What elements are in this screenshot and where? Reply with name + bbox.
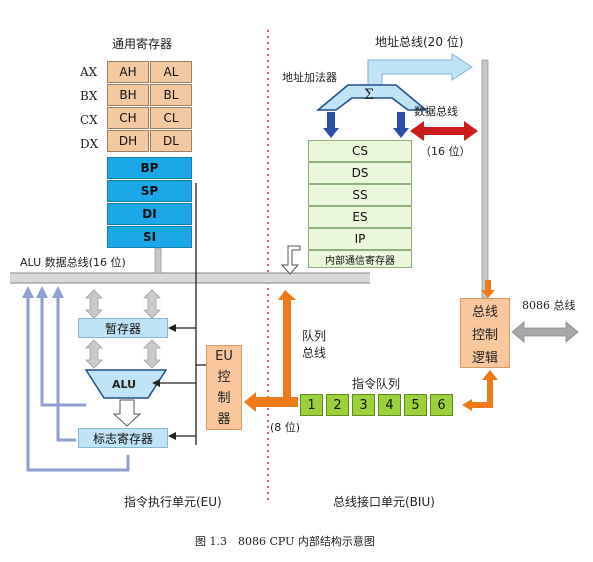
register-si: SI [107, 226, 192, 248]
register-ch: CH [107, 107, 149, 129]
alu-data-bus [10, 273, 370, 283]
general-registers-title: 通用寄存器 [112, 37, 173, 51]
queue-cell-3: 3 [352, 394, 375, 416]
adder-label: 地址加法器 [282, 71, 337, 84]
temp-register: 暂存器 [78, 318, 168, 338]
eu-controller-line-2: 控 [217, 369, 231, 385]
row-label-bx: BX [80, 89, 98, 103]
data-bus-width: （16 位） [420, 145, 471, 158]
queue-cell-2: 2 [326, 394, 349, 416]
alu-shape [84, 369, 168, 399]
register-cl: CL [150, 107, 192, 129]
data-bus-arrow [410, 121, 478, 141]
row-label-cx: CX [80, 113, 98, 127]
queue-width-label: (8 位) [270, 421, 301, 434]
address-bus-arrow [367, 53, 473, 93]
address-bus-label: 地址总线(20 位) [375, 35, 464, 49]
register-sp: SP [107, 180, 192, 202]
adder-input-arrows [323, 112, 409, 138]
queue-cell-5: 5 [404, 394, 427, 416]
register-bp: BP [107, 157, 192, 179]
register-bl: BL [150, 84, 192, 106]
bus-8086-arrow [511, 321, 579, 343]
register-cs: CS [308, 140, 412, 162]
bus-control-logic: 总线 控制 逻辑 [460, 298, 510, 368]
control-lines [160, 183, 206, 445]
bus-control-line-3: 逻辑 [471, 350, 498, 366]
bus-8086-label: 8086 总线 [522, 299, 576, 312]
biu-section-label: 总线接口单元(BIU) [333, 495, 435, 509]
register-dl: DL [150, 130, 192, 152]
eu-controller-line-4: 器 [217, 411, 231, 427]
address-bus-line [481, 59, 489, 299]
register-bh: BH [107, 84, 149, 106]
eu-controller-line-3: 制 [217, 390, 231, 406]
alu-bus-label: ALU 数据总线(16 位) [20, 256, 126, 269]
register-al: AL [150, 61, 192, 83]
eu-section-label: 指令执行单元(EU) [124, 495, 222, 509]
flag-register: 标志寄存器 [78, 428, 168, 448]
eu-controller: EU 控 制 器 [206, 345, 242, 430]
register-ss: SS [308, 184, 412, 206]
queue-cell-4: 4 [378, 394, 401, 416]
register-ds: DS [308, 162, 412, 184]
eu-controller-line-1: EU [215, 348, 233, 364]
queue-bus-arrows [244, 280, 498, 412]
row-label-ax: AX [80, 65, 98, 79]
data-bus-label: 数据总线 [414, 105, 458, 118]
register-dh: DH [107, 130, 149, 152]
register-ip: IP [308, 228, 412, 250]
instruction-queue-title: 指令队列 [352, 377, 401, 391]
feedback-lines [26, 292, 130, 472]
internal-comm-register: 内部通信寄存器 [308, 250, 412, 268]
queue-cell-6: 6 [430, 394, 453, 416]
alu-label: ALU [112, 378, 137, 391]
register-es: ES [308, 206, 412, 228]
figure-caption: 图 1.3 8086 CPU 内部结构示意图 [195, 535, 375, 548]
row-label-dx: DX [80, 137, 99, 151]
bus-control-line-2: 控制 [471, 327, 498, 343]
queue-bus-label-1: 队列 [302, 329, 327, 343]
register-di: DI [107, 203, 192, 225]
queue-bus-label-2: 总线 [302, 346, 327, 360]
queue-cell-1: 1 [300, 394, 323, 416]
bus-control-line-1: 总线 [471, 304, 498, 320]
register-ah: AH [107, 61, 149, 83]
adder-sigma: Σ [364, 87, 374, 103]
address-adder [315, 84, 429, 111]
